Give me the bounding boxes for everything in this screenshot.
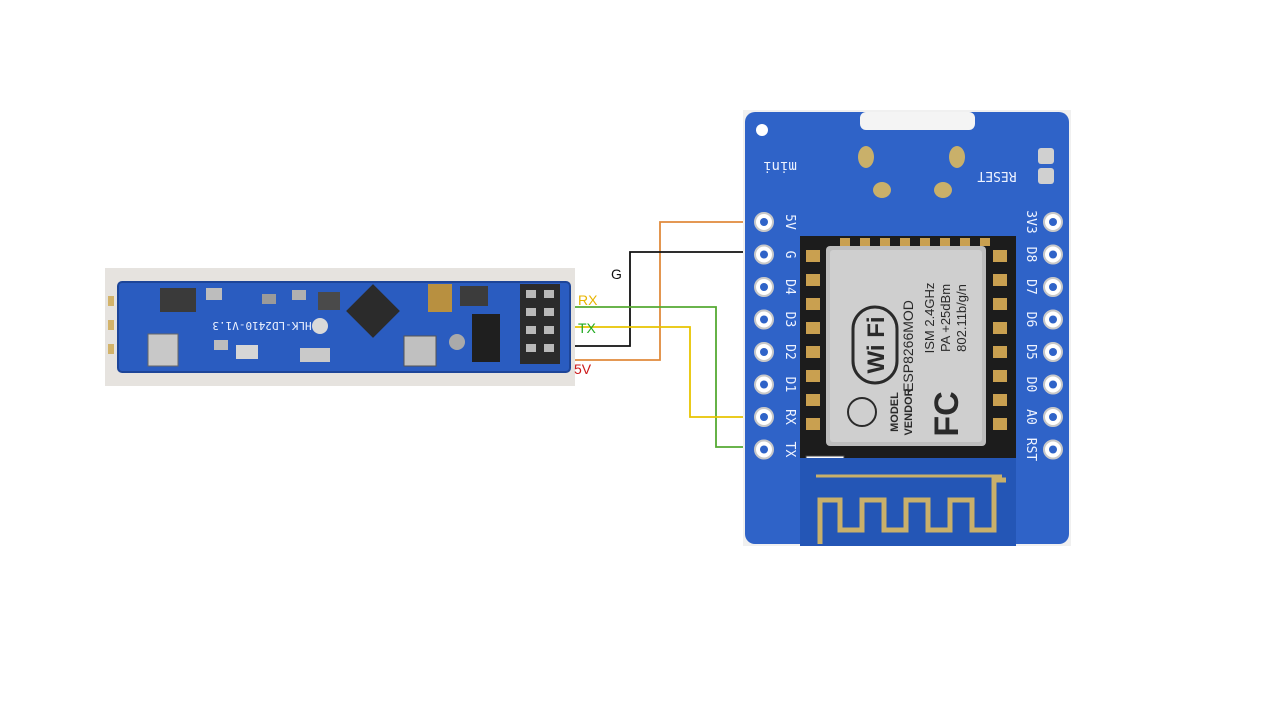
reset-label: RESET [977,168,1016,183]
wifi-logo: Wi Fi [851,305,899,385]
wire-5v [575,221,757,361]
left-pin-label: G [782,251,797,259]
right-pin-label: D0 [1023,377,1038,393]
sensor-ic [346,284,400,338]
sensor-model-label: HLK-LD2410-V1.3 [212,319,311,332]
wire-ground [575,251,757,347]
left-pin-label: RX [782,409,797,425]
sensor-component [160,288,196,312]
left-pin-label: D2 [782,344,797,360]
left-pin-label: TX [782,442,797,458]
wire-rx [575,306,757,448]
wire-tx [575,326,757,418]
label-ground: G [611,266,622,282]
brand-label: mini [763,158,797,174]
spec-line-2: PA +25dBm [938,284,953,352]
fc-mark: FC [928,391,966,436]
chip-name: ESP8266MOD [900,300,916,392]
left-pin-label: D4 [782,279,797,295]
pcb-antenna [800,458,1016,546]
radar-sensor-board: HLK-LD2410-V1.3 [105,268,575,386]
sensor-regulator [472,314,500,362]
right-pin-label: RST [1023,438,1038,462]
spec-line-3: 802.11b/g/n [954,284,969,352]
vendor-logo [847,397,877,427]
vendor-label: VENDOR [903,388,915,435]
right-pin-label: D7 [1023,279,1038,295]
right-pin-label: D8 [1023,247,1038,263]
sensor-header [520,284,560,364]
right-pin-label: D6 [1023,312,1038,328]
sensor-component [147,333,179,367]
left-pin-label: D3 [782,312,797,328]
label-5v: 5V [574,361,592,377]
right-pin-label: 3V3 [1023,210,1038,233]
esp-module: Wi Fi ESP8266MOD ISM 2.4GHz PA +25dBm 80… [800,236,1016,458]
left-pin-label: 5V [782,214,797,230]
wifi-logo-text: Wi Fi [863,316,890,373]
spec-line-1: ISM 2.4GHz [922,283,937,354]
label-tx: TX [578,320,597,336]
right-pin-label: D5 [1023,344,1038,360]
left-pin-label: D1 [782,377,797,393]
model-label: MODEL [889,392,901,432]
wires [575,221,757,448]
right-pin-label: A0 [1023,409,1038,425]
label-rx: RX [578,292,598,308]
